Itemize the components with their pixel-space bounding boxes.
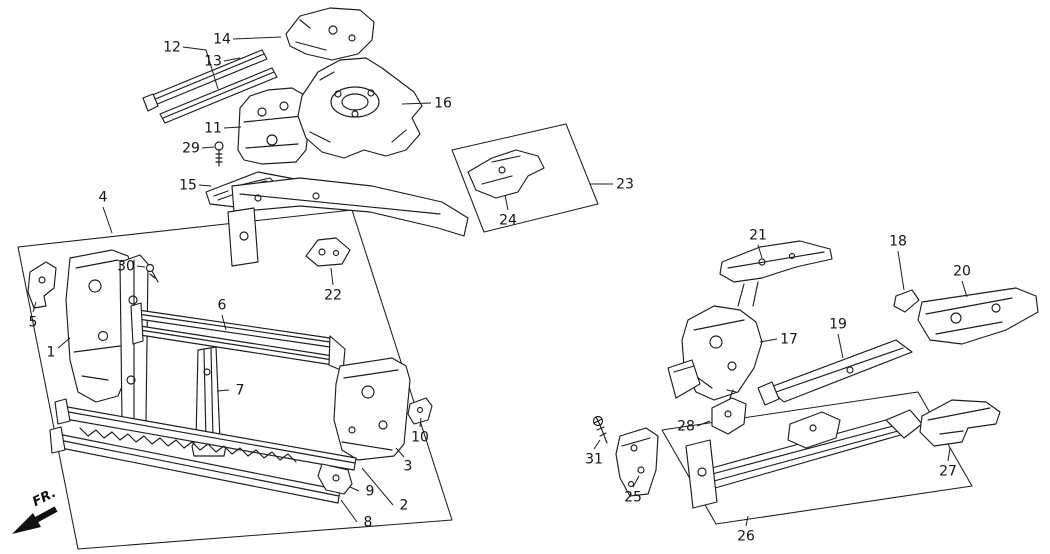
fr-arrow-icon xyxy=(12,513,41,534)
part-30-bolt-drawing xyxy=(145,263,159,283)
part-14-drawing xyxy=(285,7,375,61)
callout-7-leader xyxy=(216,389,230,392)
callout-5-leader xyxy=(32,301,37,313)
callout-27-leader xyxy=(947,447,951,462)
callout-16: 16 xyxy=(434,96,452,112)
callout-25: 25 xyxy=(624,490,642,506)
front-side-member-drawing xyxy=(227,177,469,267)
callout-26-leader xyxy=(745,515,749,527)
part-19-drawing xyxy=(757,339,913,406)
part-5-drawing xyxy=(27,261,57,309)
fr-label: FR. xyxy=(30,486,58,510)
callout-10: 10 xyxy=(411,430,429,446)
part-1-drawing xyxy=(65,249,133,403)
callout-6-leader xyxy=(221,314,227,331)
callout-17-leader xyxy=(759,338,778,343)
part-11-drawing xyxy=(237,87,311,165)
callout-25-leader xyxy=(632,475,640,488)
callout-22: 22 xyxy=(324,288,342,304)
callout-5: 5 xyxy=(29,315,38,331)
callout-2-leader xyxy=(361,467,394,506)
callout-16-leader xyxy=(401,102,432,105)
callout-21-leader xyxy=(757,244,763,259)
callout-31-leader xyxy=(593,439,601,450)
callout-19-leader xyxy=(837,333,844,359)
callout-7: 7 xyxy=(236,383,245,399)
callout-12-leader xyxy=(182,46,219,90)
callout-3-leader xyxy=(395,447,405,458)
callout-24: 24 xyxy=(499,213,517,229)
callout-1-leader xyxy=(57,337,71,349)
part-27-drawing xyxy=(919,399,1001,447)
callout-22-leader xyxy=(330,267,334,286)
callout-15: 15 xyxy=(179,178,197,194)
callout-15-leader xyxy=(198,184,212,187)
callout-17: 17 xyxy=(780,332,798,348)
part-22-drawing xyxy=(305,237,351,267)
callout-23: 23 xyxy=(616,177,634,193)
part-25-drawing xyxy=(615,427,659,497)
part-16-drawing xyxy=(297,57,423,159)
fr-arrow-tail xyxy=(34,506,58,523)
callout-8-leader xyxy=(340,499,358,523)
part-2-drawing xyxy=(54,398,357,471)
part-29-bolt-drawing xyxy=(214,141,224,167)
callout-31: 31 xyxy=(585,452,603,468)
part-18-drawing xyxy=(893,289,920,313)
callout-14-leader xyxy=(232,36,282,40)
callout-12: 12 xyxy=(163,40,181,56)
crossmember-serration xyxy=(79,427,297,463)
part-28-drawing xyxy=(711,389,747,435)
callout-layer: 1234567891011121314151617181920212223242… xyxy=(29,32,971,545)
callout-20-leader xyxy=(961,280,968,298)
callout-14: 14 xyxy=(213,32,231,48)
part-17-drawing xyxy=(667,281,763,401)
part-21-drawing xyxy=(719,240,833,283)
callout-29: 29 xyxy=(182,141,200,157)
callout-27: 27 xyxy=(939,464,957,480)
callout-3: 3 xyxy=(404,459,413,475)
callout-10-leader xyxy=(419,417,422,428)
callout-30: 30 xyxy=(117,259,135,275)
part-26-drawing xyxy=(685,409,923,509)
callout-4-leader xyxy=(102,206,113,234)
callout-6: 6 xyxy=(218,298,227,314)
callout-4: 4 xyxy=(99,190,108,206)
callout-13-leader xyxy=(223,57,241,62)
part-8-drawing xyxy=(49,426,341,504)
part-6-drawing xyxy=(130,302,346,372)
part-9-drawing xyxy=(317,463,353,495)
part-10-drawing xyxy=(407,397,433,425)
callout-26: 26 xyxy=(737,529,755,545)
callout-29-leader xyxy=(201,146,215,149)
callout-28-leader xyxy=(696,420,711,427)
part-31-bolt-drawing xyxy=(592,415,608,444)
part-24-drawing xyxy=(467,149,545,199)
diagram-linework xyxy=(17,7,1039,550)
callout-24-leader xyxy=(504,194,509,211)
callout-21: 21 xyxy=(749,228,767,244)
callout-11-leader xyxy=(223,126,242,129)
part-3-drawing xyxy=(333,357,411,461)
callout-9-leader xyxy=(349,486,360,492)
callout-19: 19 xyxy=(829,317,847,333)
subassembly-box-23 xyxy=(451,123,599,233)
part-12-drawing xyxy=(159,67,278,124)
callout-2: 2 xyxy=(400,498,409,514)
part-20-drawing xyxy=(917,287,1039,345)
callout-9: 9 xyxy=(366,484,375,500)
callout-1: 1 xyxy=(47,345,56,361)
callout-20: 20 xyxy=(953,264,971,280)
fr-direction-indicator: FR. xyxy=(12,486,59,534)
callout-8: 8 xyxy=(364,515,373,531)
callout-18-leader xyxy=(897,250,905,291)
callout-30-leader xyxy=(136,265,146,268)
callout-11: 11 xyxy=(204,121,222,137)
callout-13: 13 xyxy=(204,54,222,70)
callout-28: 28 xyxy=(677,419,695,435)
part-13-drawing xyxy=(142,49,268,112)
callout-18: 18 xyxy=(889,234,907,250)
